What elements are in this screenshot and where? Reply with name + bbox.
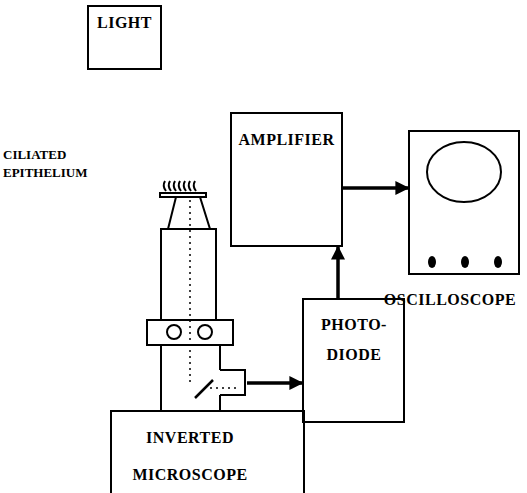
light-path xyxy=(189,200,191,386)
knob xyxy=(428,256,436,268)
body-tube xyxy=(161,229,216,320)
screen xyxy=(427,142,501,202)
box-label: AMPLIFIER xyxy=(232,130,341,149)
signal-arrow xyxy=(343,186,408,190)
signal-arrow xyxy=(247,381,302,385)
side-tube xyxy=(220,370,245,395)
cilium xyxy=(189,181,191,191)
mirror xyxy=(195,380,213,398)
microscope-base: INVERTED MICROSCOPE xyxy=(110,410,305,493)
light-box: LIGHT xyxy=(87,5,162,70)
objective xyxy=(168,197,210,229)
box-label: PHOTO- DIODE xyxy=(314,310,394,371)
knob xyxy=(167,325,181,339)
box-label: LIGHT xyxy=(89,13,160,32)
cilia xyxy=(164,181,196,191)
box-label: INVERTED MICROSCOPE xyxy=(126,420,254,493)
light-path xyxy=(204,387,240,389)
knob xyxy=(494,256,502,268)
knob xyxy=(198,325,212,339)
amplifier-box: AMPLIFIER xyxy=(230,112,343,247)
cilium xyxy=(194,181,196,191)
signal-arrow xyxy=(336,247,340,298)
cilium xyxy=(184,181,186,191)
cilium xyxy=(169,181,171,191)
photodiode-box: PHOTO- DIODE xyxy=(302,298,405,423)
cilium xyxy=(179,181,181,191)
oscilloscope-box: OSCILLOSCOPE xyxy=(408,130,520,275)
cilium xyxy=(174,181,176,191)
lower-column xyxy=(161,345,220,410)
part-label: CILIATED EPITHELIUM xyxy=(3,146,93,181)
knob xyxy=(461,256,469,268)
cilium xyxy=(164,181,166,191)
